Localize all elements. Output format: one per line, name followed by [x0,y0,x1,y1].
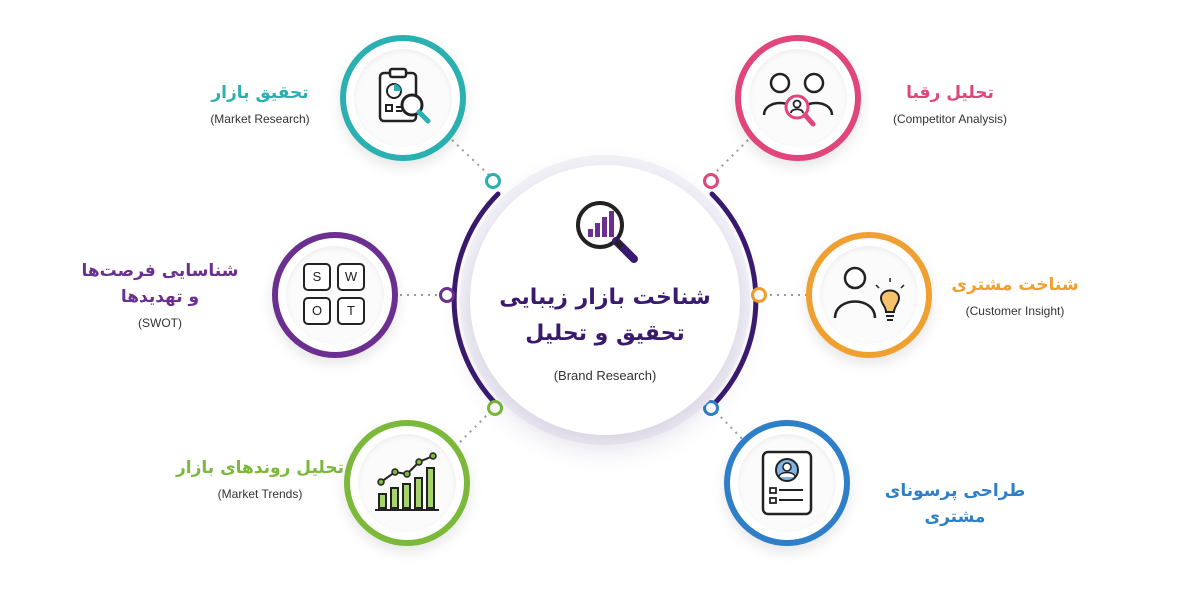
market-trends-subtitle: (Market Trends) [217,487,303,501]
label-customer-insight: شناخت مشتری (Customer Insight) [940,272,1090,318]
swot-letter-w: W [337,263,365,291]
connector-dot-persona-design [703,400,719,416]
node-market-research [340,35,466,161]
label-swot: شناسایی فرصت‌ها و تهدیدها (SWOT) [70,258,250,330]
connector-market-trends [454,411,491,448]
swot-grid-icon: S W O T [303,263,367,327]
customer-insight-title: شناخت مشتری [951,275,1079,295]
connector-competitor-analysis [711,139,749,177]
magnifier-bar-chart-icon [576,201,638,263]
connector-dot-competitor-analysis [703,173,719,189]
center-title-line1: شناخت بازار زیبایی [499,285,711,310]
connector-persona-design [715,411,749,446]
center-hub: شناخت بازار زیبایی تحقیق و تحلیل (Brand … [470,165,740,435]
customer-insight-subtitle: (Customer Insight) [965,304,1065,318]
node-competitor-analysis [735,35,861,161]
label-persona-design: طراحی پرسونای مشتری [860,478,1050,530]
swot-title-line1: شناسایی فرصت‌ها [81,261,239,281]
node-swot: S W O T [272,232,398,358]
swot-title-line2: و تهدیدها [120,287,200,307]
market-research-subtitle: (Market Research) [210,112,310,126]
market-trends-title: تحلیل روندهای بازار [176,458,344,478]
node-persona-design [724,420,850,546]
growth-chart-icon [375,452,439,511]
person-lightbulb-icon [833,266,905,321]
node-customer-insight [806,232,932,358]
profile-card-icon [761,450,813,516]
competitor-analysis-title: تحلیل رقبا [906,83,994,103]
swot-letter-t: T [337,297,365,325]
center-subtitle: (Brand Research) [553,368,657,383]
market-research-title: تحقیق بازار [211,83,309,103]
swot-letter-s: S [303,263,331,291]
connector-dot-swot [439,287,455,303]
label-market-research: تحقیق بازار (Market Research) [170,80,350,126]
competitor-analysis-subtitle: (Competitor Analysis) [892,112,1008,126]
label-market-trends: تحلیل روندهای بازار (Market Trends) [165,455,355,501]
connector-market-research [451,139,491,177]
swot-letter-o: O [303,297,331,325]
clipboard-magnifier-icon [378,67,431,124]
center-left-arc [451,191,501,409]
label-competitor-analysis: تحلیل رقبا (Competitor Analysis) [865,80,1035,126]
connector-dot-customer-insight [751,287,767,303]
center-title-line2: تحقیق و تحلیل [525,321,685,346]
connector-dot-market-trends [487,400,503,416]
persona-design-title: طراحی پرسونای مشتری [884,481,1026,527]
swot-subtitle: (SWOT) [138,316,182,330]
people-magnifier-icon [762,72,834,127]
node-market-trends [344,420,470,546]
connector-dot-market-research [485,173,501,189]
